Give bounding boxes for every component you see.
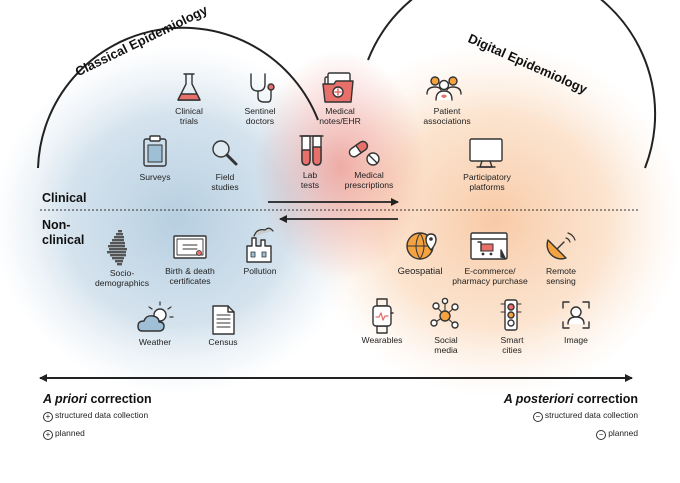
label-patient-associations: Patient associations [423,106,471,126]
apriori-italic: A priori [43,392,87,406]
label-pollution: Pollution [243,266,277,276]
apriori-planned-text: planned [55,428,85,438]
aposteriori-structured-text: structured data collection [544,410,638,420]
apriori-suffix: correction [86,392,152,406]
aposteriori-planned-note: −planned [596,428,638,440]
label-wearables: Wearables [361,335,403,345]
label-ecommerce: E-commerce/ pharmacy purchase [452,266,528,286]
label-census: Census [208,337,238,347]
pills-icon [348,140,380,166]
monitor-icon [469,138,503,168]
clipboard-icon [143,135,167,167]
minus-icon: − [596,430,607,440]
label-smart-cities: Smart cities [500,335,524,355]
aposteriori-suffix: correction [573,392,638,406]
population-pyramid-icon [107,230,127,266]
aposteriori-planned-text: planned [608,428,638,438]
classical-arc [37,26,319,169]
plus-icon: + [43,430,53,440]
factory-icon [246,227,274,263]
apriori-correction-title: A priori correction [43,392,152,406]
label-weather: Weather [138,337,172,347]
label-remote-sensing: Remote sensing [545,266,577,286]
label-medical-prescriptions: Medical prescriptions [344,170,394,190]
digital-arc [367,0,657,169]
label-surveys: Surveys [139,172,171,182]
aposteriori-correction-title: A posteriori correction [504,392,638,406]
certificate-icon [173,235,207,259]
traffic-light-icon [500,299,522,331]
plus-icon: + [43,412,53,422]
label-birth-death: Birth & death certificates [165,266,215,286]
smartwatch-icon [372,298,394,334]
face-scan-icon [562,301,590,329]
label-lab-tests: Lab tests [300,170,320,190]
patient-group-icon [426,76,462,101]
label-field-studies: Field studies [211,172,239,192]
network-icon [430,297,459,329]
apriori-structured-text: structured data collection [55,410,149,420]
test-tubes-icon [299,135,324,166]
sun-cloud-icon [137,301,174,332]
magnifier-icon [212,140,238,166]
globe-pin-icon [406,232,437,260]
label-clinical-trials: Clinical trials [175,106,203,126]
clinical-label: Clinical [42,191,87,205]
stethoscope-icon [250,73,275,103]
shopping-cart-icon [470,232,508,260]
document-icon [212,305,235,335]
aposteriori-italic: A posteriori [503,392,574,406]
flask-icon [177,73,201,101]
satellite-dish-icon [546,232,576,260]
label-participatory-platforms: Participatory platforms [463,172,511,192]
label-medical-notes: Medical notes/EHR [319,106,361,126]
medical-folder-icon [322,72,354,103]
label-social-media: Social media [434,335,458,355]
overlap-blob [255,50,425,280]
apriori-planned-note: +planned [43,428,85,440]
apriori-structured-note: +structured data collection [43,410,148,422]
aposteriori-structured-note: −structured data collection [532,410,638,422]
non-clinical-label: Non- clinical [42,218,85,247]
label-image: Image [564,335,588,345]
minus-icon: − [532,412,543,422]
label-sociodemographics: Socio- demographics [95,268,149,288]
label-sentinel-doctors: Sentinel doctors [244,106,276,126]
label-geospatial: Geospatial [397,265,443,276]
